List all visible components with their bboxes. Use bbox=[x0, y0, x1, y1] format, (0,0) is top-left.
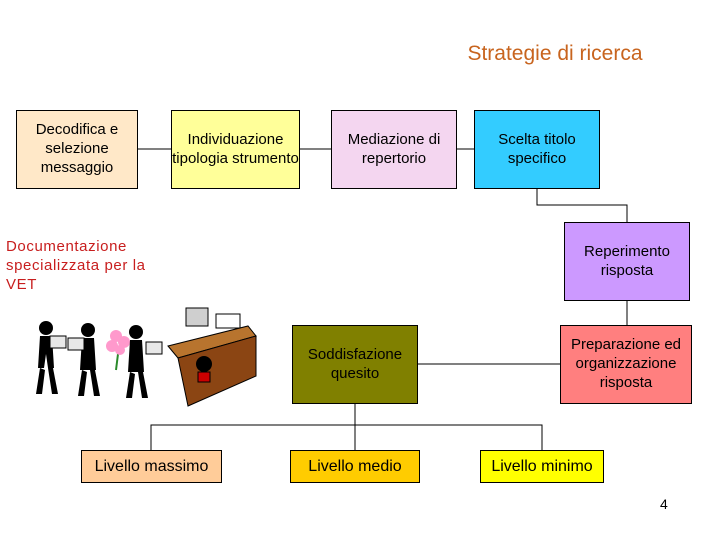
level-medio-label: Livello medio bbox=[308, 457, 402, 475]
box-decodifica-label: Decodifica e selezione messaggio bbox=[35, 121, 119, 176]
connector-scelta-reperimento bbox=[536, 189, 628, 222]
box-soddisfazione: Soddisfazione quesito bbox=[292, 325, 418, 404]
office-clipart bbox=[36, 307, 257, 407]
person-icon bbox=[78, 323, 100, 396]
level-massimo-label: Livello massimo bbox=[94, 457, 209, 475]
box-item-icon bbox=[145, 341, 163, 355]
flowers-icon bbox=[106, 330, 130, 371]
level-minimo-label: Livello minimo bbox=[491, 457, 593, 475]
box-scelta-label: Scelta titolo specifico bbox=[498, 130, 576, 167]
slide-title: Strategie di ricerca bbox=[467, 42, 643, 65]
papers-icon bbox=[215, 313, 241, 329]
level-massimo: Livello massimo bbox=[81, 450, 222, 483]
desk-icon bbox=[167, 307, 257, 407]
box-decodifica: Decodifica e selezione messaggio bbox=[16, 110, 138, 189]
person-seated-icon bbox=[196, 356, 212, 372]
box-preparazione: Preparazione ed organizzazione risposta bbox=[560, 325, 692, 404]
box-reperimento: Reperimento risposta bbox=[564, 222, 690, 301]
box-reperimento-label: Reperimento risposta bbox=[584, 242, 670, 279]
level-medio: Livello medio bbox=[290, 450, 420, 483]
box-individuazione: Individuazione tipologia strumento bbox=[171, 110, 300, 189]
connector-levels-bracket bbox=[150, 424, 543, 450]
level-minimo: Livello minimo bbox=[480, 450, 604, 483]
box-mediazione: Mediazione di repertorio bbox=[331, 110, 457, 189]
box-item-icon bbox=[49, 335, 67, 349]
person-icon bbox=[36, 321, 58, 394]
box-soddisfazione-label: Soddisfazione quesito bbox=[307, 345, 403, 382]
box-preparazione-label: Preparazione ed organizzazione risposta bbox=[570, 336, 682, 391]
box-mediazione-label: Mediazione di repertorio bbox=[347, 130, 441, 167]
box-scelta: Scelta titolo specifico bbox=[474, 110, 600, 189]
person-icon bbox=[126, 325, 148, 398]
box-item-icon bbox=[67, 337, 85, 351]
box-individuazione-label: Individuazione tipologia strumento bbox=[172, 130, 299, 167]
computer-icon bbox=[185, 307, 209, 327]
page-number: 4 bbox=[660, 496, 668, 512]
side-label: Documentazione specializzata per la VET bbox=[6, 238, 146, 293]
